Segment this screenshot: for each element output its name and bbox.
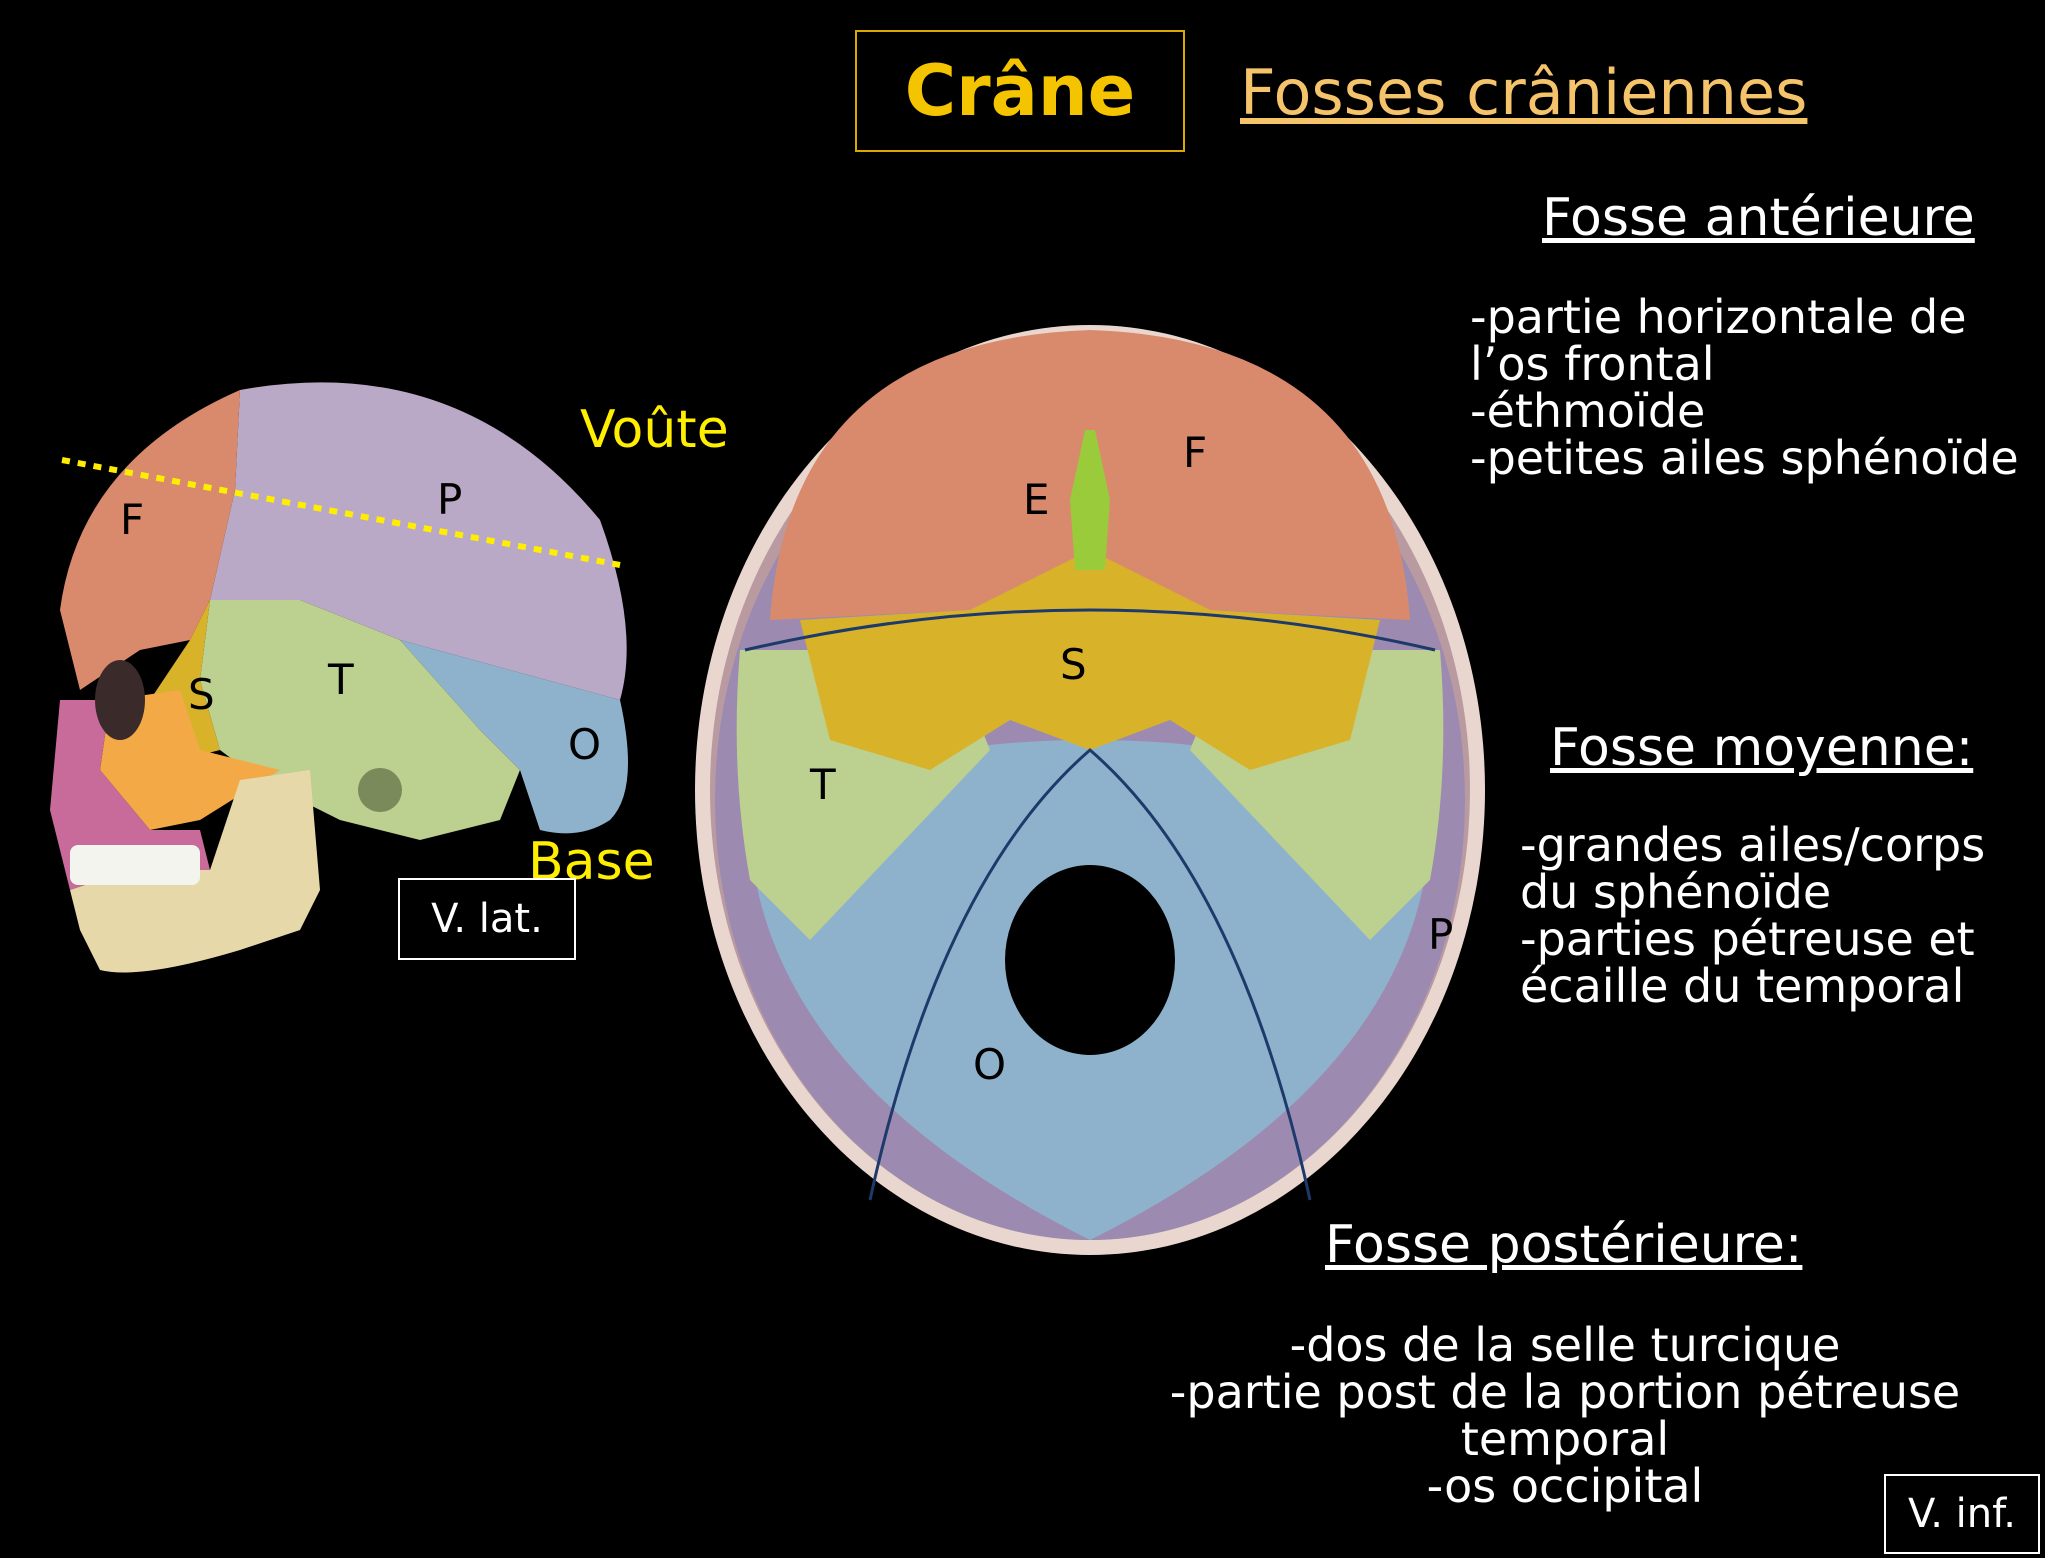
anterior-item: -petites ailes sphénoïde (1470, 431, 2019, 485)
sphenoid-region (800, 550, 1380, 770)
inferior-label-parietal: P (1428, 910, 1454, 959)
lateral-skull-illustration (50, 382, 628, 973)
inferior-label-sphenoid: S (1060, 640, 1087, 689)
anterior-item: -éthmoïde (1470, 384, 1706, 438)
ear-canal (358, 768, 402, 812)
cranial-base-illustration (695, 325, 1485, 1255)
title-box: Crâne (855, 30, 1185, 152)
inferior-label-ethmoid: E (1023, 475, 1050, 524)
occipital-region (400, 640, 628, 834)
inferior-label-frontal: F (1183, 428, 1208, 477)
parietal-region (210, 382, 627, 700)
posterior-item: temporal (1460, 1412, 1670, 1466)
posterior-item: -partie post de la portion pétreuse (1169, 1365, 1961, 1419)
posterior-item: -os occipital (1426, 1459, 1704, 1513)
lateral-view-tag: V. lat. (398, 878, 576, 960)
posterior-item: -dos de la selle turcique (1289, 1318, 1841, 1372)
anterior-item: l’os frontal (1470, 337, 1715, 391)
teeth (70, 845, 200, 885)
middle-fossa-heading: Fosse moyenne: (1550, 718, 1974, 778)
posterior-fossa-list: -dos de la selle turcique -partie post d… (1150, 1322, 1980, 1510)
lateral-label-sphenoid: S (188, 670, 215, 719)
anterior-item: -partie horizontale de (1470, 290, 1967, 344)
anterior-fossa-list: -partie horizontale de l’os frontal -éth… (1470, 294, 2019, 482)
middle-item: écaille du temporal (1520, 959, 1965, 1013)
lateral-label-frontal: F (120, 495, 145, 544)
lateral-label-parietal: P (437, 475, 463, 524)
ethmoid-region (1070, 430, 1110, 570)
posterior-fossa-heading: Fosse postérieure: (1325, 1215, 1803, 1275)
maxilla-region (50, 700, 210, 890)
lateral-label-temporal: T (328, 655, 354, 704)
foramen-magnum (1005, 865, 1175, 1055)
inferior-label-temporal: T (810, 760, 836, 809)
lateral-label-occipital: O (568, 720, 602, 769)
inferior-view-tag: V. inf. (1884, 1474, 2040, 1554)
middle-item: -grandes ailes/corps (1520, 818, 1986, 872)
middle-item: du sphénoïde (1520, 865, 1832, 919)
middle-item: -parties pétreuse et (1520, 912, 1975, 966)
inferior-label-occipital: O (973, 1040, 1007, 1089)
page-subtitle[interactable]: Fosses crâniennes (1240, 56, 1808, 129)
inferior-view-tag-text: V. inf. (1908, 1491, 2016, 1537)
frontal-region (60, 390, 240, 690)
voute-label: Voûte (580, 400, 729, 460)
lateral-view-tag-text: V. lat. (431, 896, 543, 942)
anterior-fossa-heading: Fosse antérieure (1542, 188, 1975, 248)
middle-fossa-list: -grandes ailes/corps du sphénoïde -parti… (1520, 822, 1985, 1010)
orbit (95, 660, 145, 740)
page-title: Crâne (904, 50, 1136, 132)
